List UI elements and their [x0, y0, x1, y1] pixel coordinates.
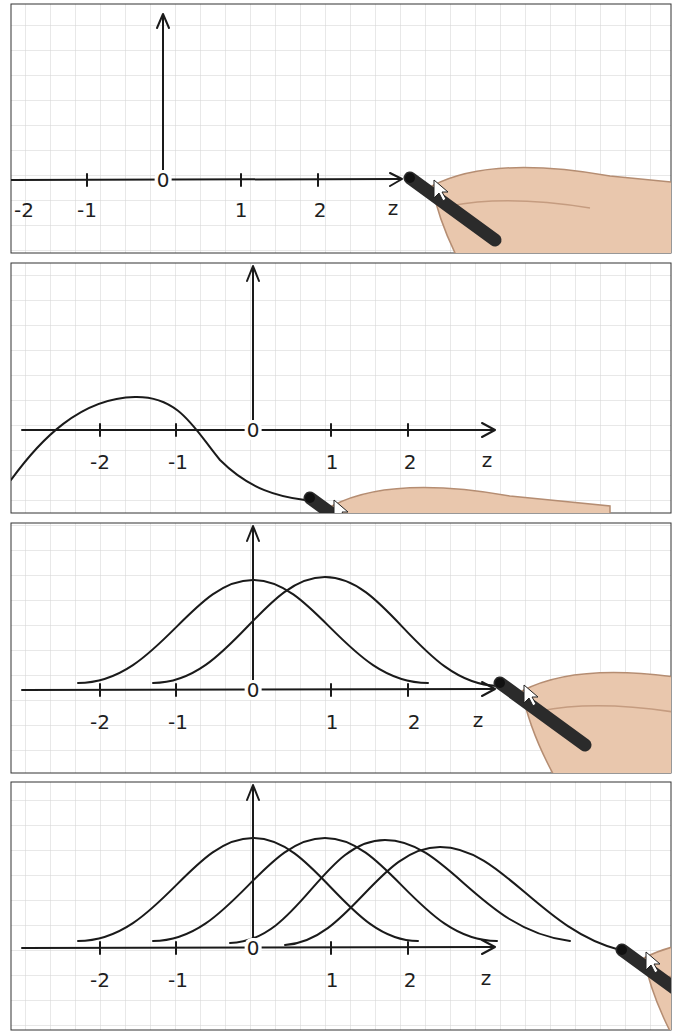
tick-label: -1 — [168, 452, 188, 472]
tick-label: -1 — [77, 200, 97, 220]
origin-label: 0 — [245, 680, 262, 700]
axis-label: z — [481, 968, 492, 988]
tick-label: -1 — [168, 712, 188, 732]
origin-label: 0 — [245, 938, 262, 958]
tick-label: -2 — [90, 452, 110, 472]
axis-label: z — [388, 198, 399, 218]
tick-label: 1 — [326, 970, 339, 990]
tick-label: 2 — [314, 200, 327, 220]
tick-label: -2 — [90, 712, 110, 732]
axis-label: z — [482, 450, 493, 470]
tick-label: 1 — [235, 200, 248, 220]
tick-label: 2 — [408, 712, 421, 732]
origin-label: 0 — [245, 420, 262, 440]
tick-label: -2 — [14, 200, 34, 220]
tick-label: -2 — [90, 970, 110, 990]
tick-label: 1 — [326, 452, 339, 472]
tick-label: -1 — [168, 970, 188, 990]
tick-label: 2 — [404, 970, 417, 990]
origin-label: 0 — [155, 170, 172, 190]
tick-label: 2 — [404, 452, 417, 472]
tick-label: 1 — [326, 712, 339, 732]
axis-label: z — [473, 710, 484, 730]
